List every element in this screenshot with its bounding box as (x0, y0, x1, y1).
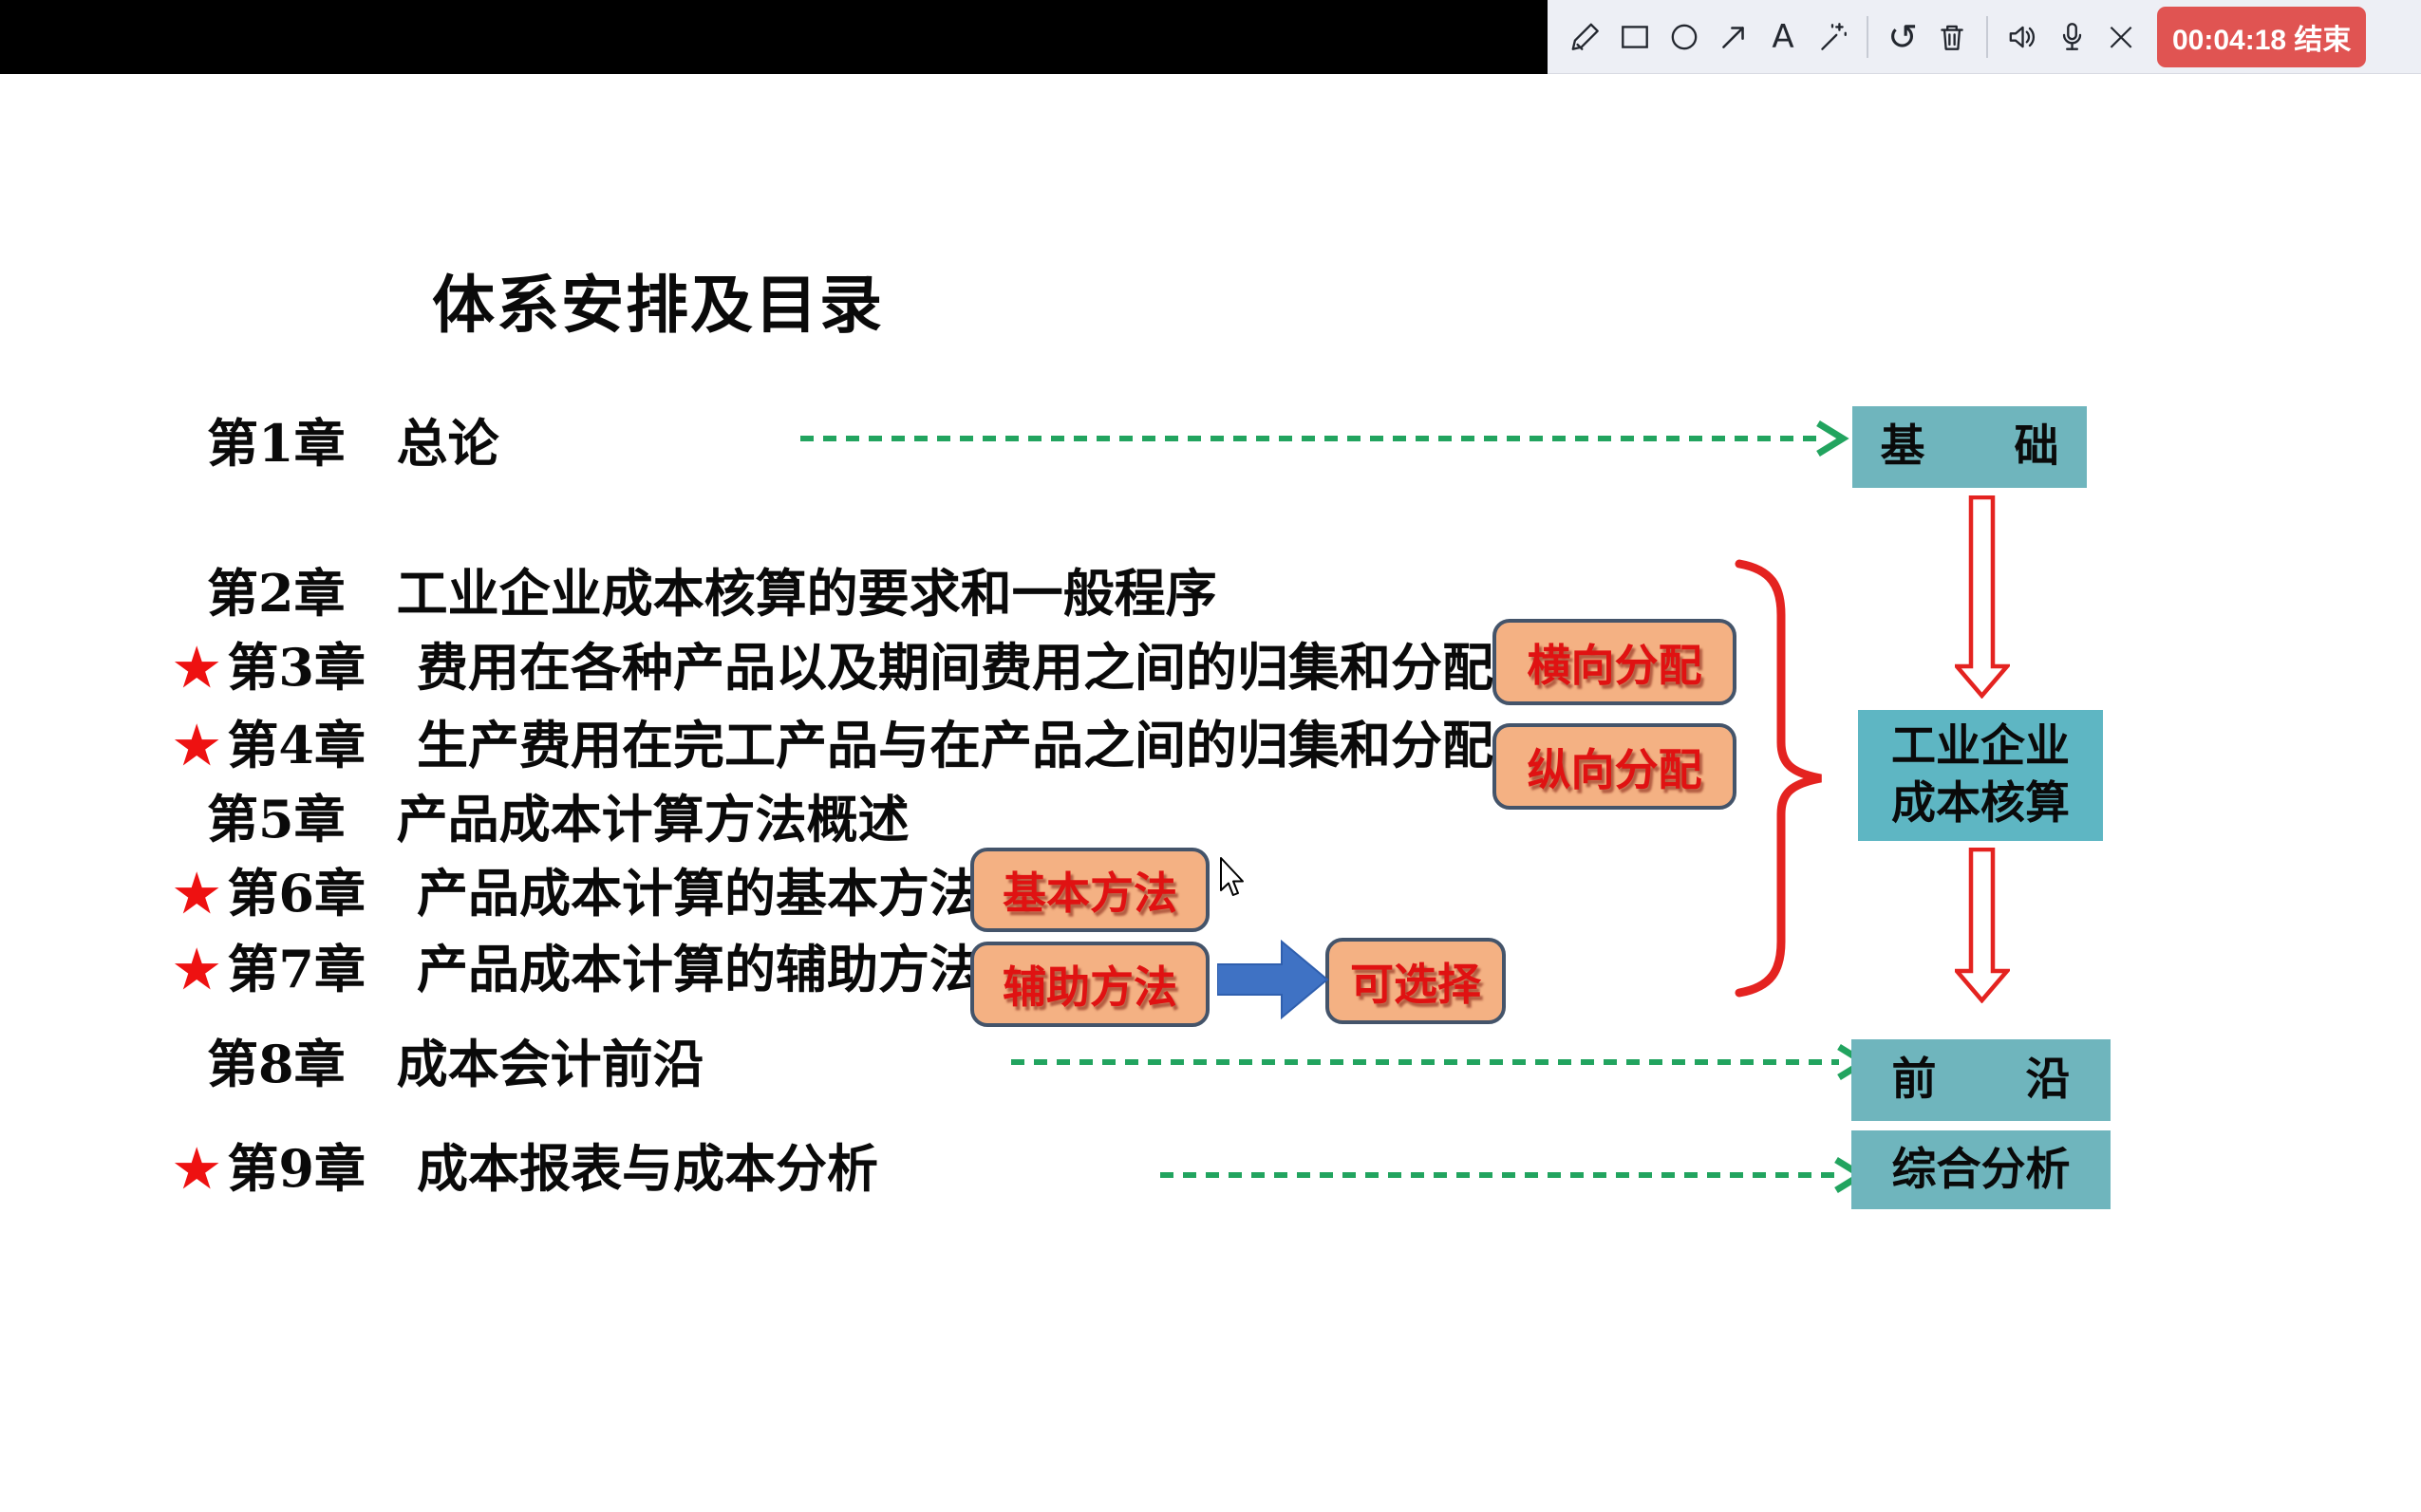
mouse-cursor (1220, 857, 1244, 896)
chapter-row-8: 第8章 成本会计前沿 (199, 1035, 704, 1093)
box-industrial-cost-accounting: 工业企业 成本核算 (1858, 710, 2103, 841)
undo-icon[interactable]: ↺ (1887, 15, 1918, 58)
chapter-text: 第1章 总论 (207, 413, 499, 474)
chapter-star: ★ (174, 1138, 220, 1199)
label-auxiliary-method: 辅助方法 (970, 942, 1210, 1027)
slide-title: 体系安排及目录 (432, 268, 884, 342)
magic-wand-icon[interactable] (1808, 9, 1857, 65)
blue-right-arrow (1217, 940, 1329, 1019)
chapter-text: 第8章 成本会计前沿 (207, 1034, 704, 1094)
annotation-toolbar: A ↺ (1548, 0, 2421, 74)
toolbar-separator (1986, 15, 1988, 58)
chapter-text: 第6章 产品成本计算的基本方法 (227, 863, 981, 924)
red-down-arrow-1 (1955, 495, 2010, 699)
chapter-text: 第2章 工业企业成本核算的要求和一般程序 (207, 563, 1217, 624)
text-tool-icon[interactable]: A (1758, 9, 1808, 65)
ellipse-icon[interactable] (1660, 9, 1709, 65)
microphone-icon[interactable] (2047, 9, 2096, 65)
red-down-arrow-2 (1955, 848, 2010, 1003)
box-frontier: 前 沿 (1851, 1039, 2111, 1121)
label-optional: 可选择 (1325, 938, 1506, 1024)
label-vertical-allocation: 纵向分配 (1492, 723, 1736, 810)
green-dashed-arrow-ch9 (1160, 1157, 1867, 1193)
rectangle-icon[interactable] (1610, 9, 1660, 65)
recording-timer-badge[interactable]: 00:04:18 结束 (2157, 6, 2367, 67)
chapter-star: ★ (174, 863, 220, 924)
chapter-row-5: 第5章 产品成本计算方法概述 (199, 790, 910, 849)
text-tool-label: A (1772, 17, 1794, 56)
slide-canvas[interactable]: 体系安排及目录 第1章 总论 第2章 工业企业成本核算的要求和一般程序 ★第3章… (0, 74, 2421, 1512)
delete-icon[interactable] (1927, 9, 1977, 65)
green-dashed-arrow-ch1 (800, 420, 1849, 457)
green-dashed-arrow-ch8 (1011, 1044, 1870, 1080)
chapter-row-7: ★第7章 产品成本计算的辅助方法 (174, 940, 981, 999)
box-foundation: 基 础 (1852, 406, 2087, 488)
chapter-text: 第7章 产品成本计算的辅助方法 (227, 939, 981, 999)
close-icon[interactable]: × (2103, 11, 2139, 61)
chapter-row-9: ★第9章 成本报表与成本分析 (174, 1139, 878, 1198)
chapter-star: ★ (174, 939, 220, 999)
speaker-icon[interactable] (1998, 9, 2047, 65)
label-horizontal-allocation: 横向分配 (1492, 619, 1736, 705)
chapter-row-1: 第1章 总论 (199, 414, 499, 473)
chapter-text: 第4章 生产费用在完工产品与在产品之间的归集和分配 (227, 715, 1493, 775)
chapter-row-2: 第2章 工业企业成本核算的要求和一般程序 (199, 564, 1217, 623)
chapter-row-3: ★第3章 费用在各种产品以及期间费用之间的归集和分配 (174, 638, 1493, 697)
label-basic-method: 基本方法 (970, 848, 1210, 932)
chapter-text: 第5章 产品成本计算方法概述 (207, 789, 910, 849)
chapter-star: ★ (174, 637, 220, 698)
arrow-icon[interactable] (1709, 9, 1758, 65)
chapter-star: ★ (174, 715, 220, 775)
chapter-text: 第9章 成本报表与成本分析 (227, 1138, 878, 1199)
box-comprehensive-analysis: 综合分析 (1851, 1130, 2111, 1209)
toolbar-separator (1867, 15, 1868, 58)
chapter-row-4: ★第4章 生产费用在完工产品与在产品之间的归集和分配 (174, 716, 1493, 775)
pen-icon[interactable] (1561, 9, 1610, 65)
chapter-row-6: ★第6章 产品成本计算的基本方法 (174, 864, 981, 923)
red-brace (1735, 559, 1822, 998)
chapter-text: 第3章 费用在各种产品以及期间费用之间的归集和分配 (227, 637, 1493, 698)
